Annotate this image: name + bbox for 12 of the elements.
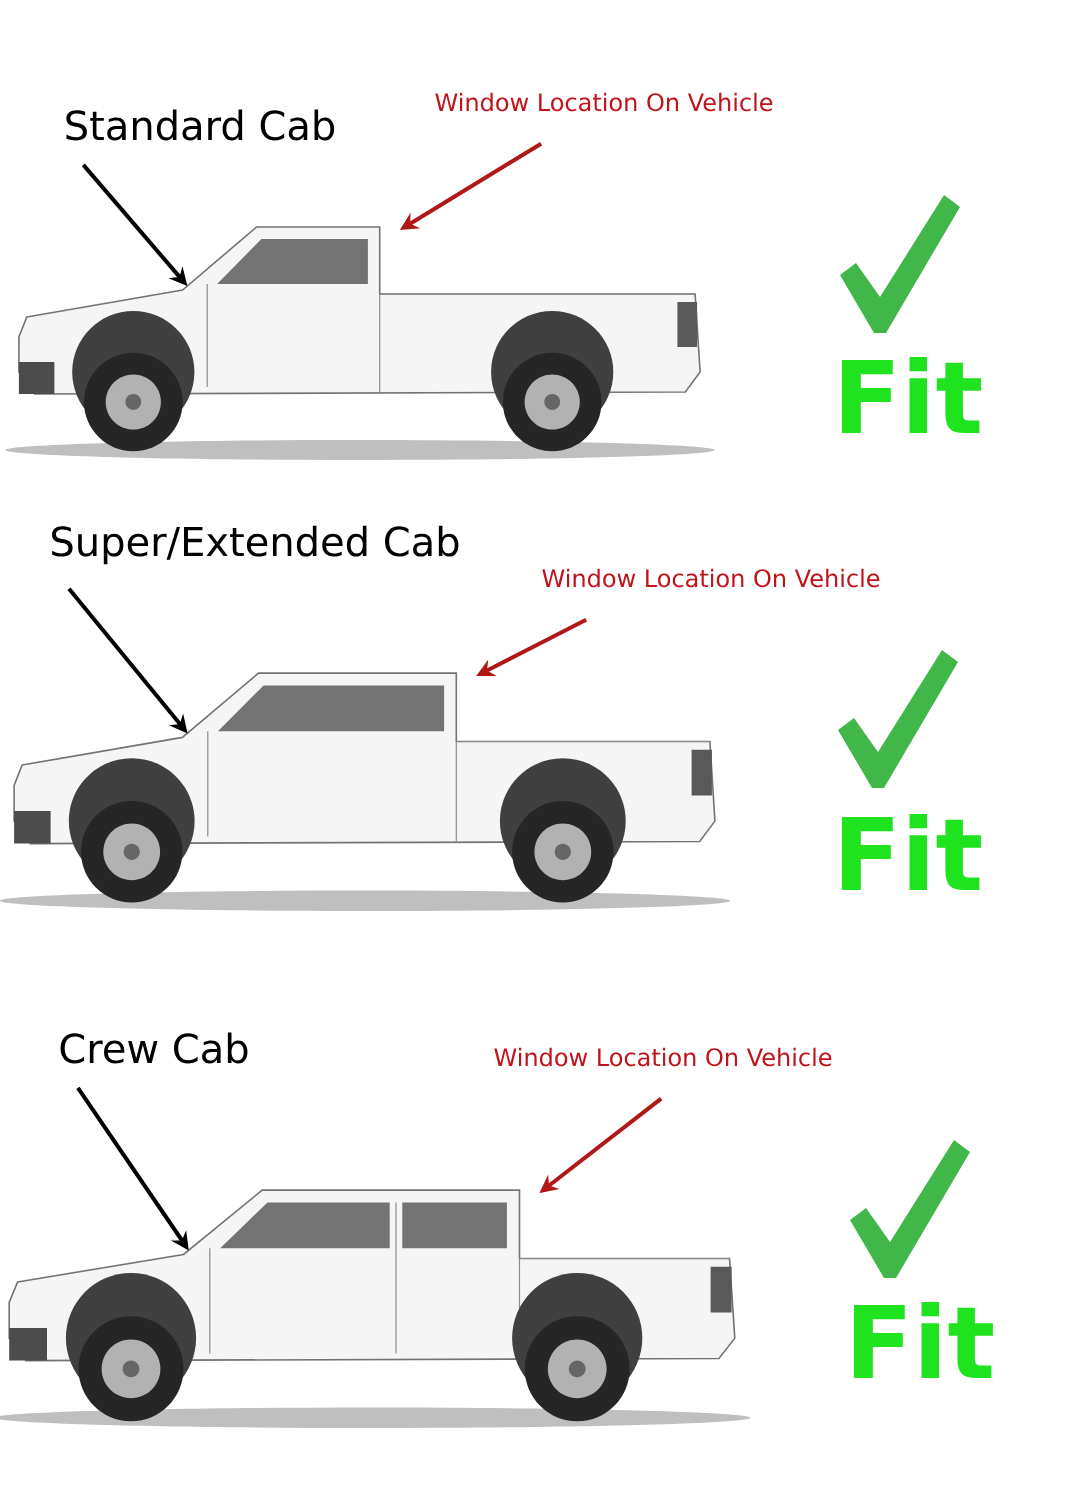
fit-text: Fit [842,357,981,433]
cab-label: Standard Cab [66,109,335,141]
truck-drawing [0,672,731,911]
fit-text: Fit [854,1302,993,1378]
cab-label: Crew Cab [60,1032,248,1064]
truck-drawing [0,1189,751,1428]
cab-label: Super/Extended Cab [52,525,459,565]
callout-text: Window Location On Vehicle [435,92,773,112]
fit-text: Fit [842,814,981,890]
callout-text: Window Location On Vehicle [542,568,880,588]
truck-drawing [5,226,715,460]
callout-text: Window Location On Vehicle [494,1047,832,1067]
